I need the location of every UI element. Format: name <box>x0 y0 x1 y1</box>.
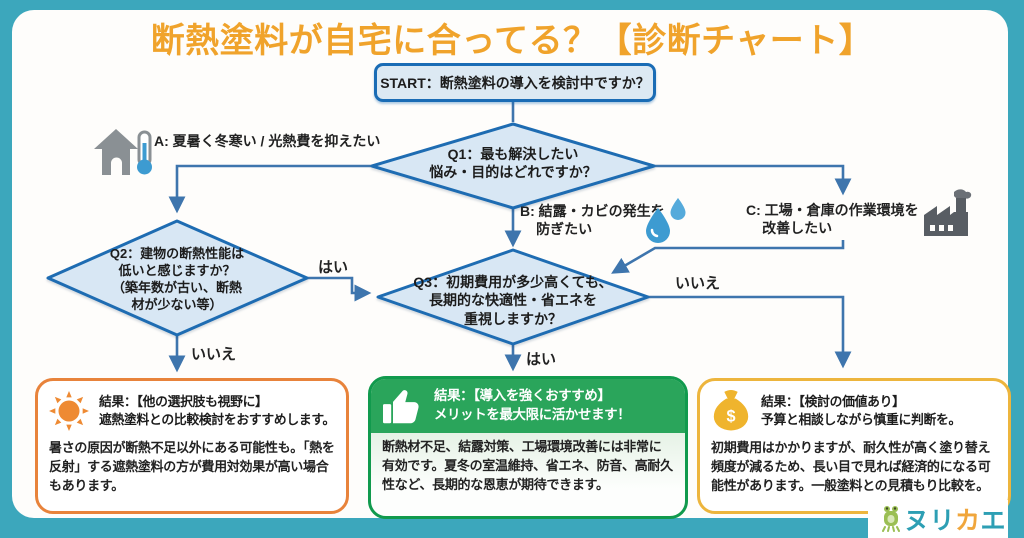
water-drops-icon <box>646 198 686 243</box>
brand-name: ヌリカエ <box>904 501 1006 537</box>
result-title: 結果：【導入を強くおすすめ】 メリットを最大限に活かせます！ <box>434 388 631 422</box>
brand-part2: カ <box>954 507 981 535</box>
page-title: 断熱塗料が自宅に合ってる？【診断チャート】 <box>150 22 874 60</box>
result-body: 断熱材不足、結露対策、工場環境改善には非常に有効です。夏冬の室温維持、省エネ、防… <box>382 439 673 492</box>
brand-part3: エ <box>980 507 1006 535</box>
result-card-consider-alternatives: 結果：【他の選択肢も視野に】 遮熱塗料との比較検討をおすすめします。 暑さの原因… <box>35 378 349 514</box>
q2-yes-label: はい <box>318 259 349 276</box>
branch-b-label: B: 結露・カビの発生を 防ぎたい <box>520 203 665 237</box>
line-q3-no <box>648 295 852 369</box>
q2-diamond <box>46 219 309 337</box>
thumbs-up-icon <box>383 390 419 424</box>
q2-question-text: Q2：建物の断熱性能は 低いと感じますか？ （築年数が古い、断熱 材が少ない等） <box>109 246 245 312</box>
line-branch-a <box>168 164 372 214</box>
result-body: 初期費用はかかりますが、耐久性が高く塗り替え頻度が減るため、長い目で見れば経済的… <box>711 440 991 493</box>
flow-connectors <box>168 97 852 373</box>
house-thermometer-icon <box>94 129 152 175</box>
frog-icon <box>881 506 900 532</box>
line-branch-c-lower <box>611 240 845 274</box>
money-bag-icon: $ <box>713 390 749 431</box>
q2-no-label: いいえ <box>191 346 237 363</box>
result-card-worth-considering: $ 結果：【検討の価値あり】 予算と相談しながら慎重に判断を。 初期費用はかかり… <box>697 378 1011 514</box>
result-card-strong-recommend: 結果：【導入を強くおすすめ】 メリットを最大限に活かせます！ 断熱材不足、結露対… <box>368 376 688 519</box>
brand-part1: ヌリ <box>903 507 955 535</box>
q1-diamond <box>370 122 656 210</box>
sun-icon <box>49 391 89 431</box>
result-body: 暑さの原因が断熱不足以外にある可能性も。「熱を反射」する遮熱塗料の方が費用対効果… <box>49 440 335 493</box>
svg-text:$: $ <box>726 408 735 426</box>
branch-a-label: A: 夏暑く冬寒い / 光熱費を抑えたい <box>154 133 381 149</box>
factory-icon <box>924 189 972 236</box>
q3-diamond <box>376 248 650 346</box>
line-branch-c-upper <box>654 164 852 196</box>
q1-question-text: Q1：最も解決したい 悩み・目的はどれですか？ <box>429 146 597 181</box>
branch-c-label: C: 工場・倉庫の作業環境を 改善したい <box>746 202 919 236</box>
brand-logo: ヌリカエ <box>868 500 1008 538</box>
result-title: 結果：【他の選択肢も視野に】 遮熱塗料との比較検討をおすすめします。 <box>99 394 336 427</box>
q3-question-text: Q3：初期費用が多少高くても、 長期的な快適性・省エネを 重視しますか？ <box>413 274 613 327</box>
line-q2-yes <box>307 276 372 302</box>
q3-yes-label: はい <box>526 351 557 368</box>
result-title: 結果：【検討の価値あり】 予算と相談しながら慎重に判断を。 <box>761 394 961 427</box>
start-node: START：断熱塗料の導入を検討中ですか？ <box>374 63 656 102</box>
q3-no-label: いいえ <box>675 275 721 292</box>
